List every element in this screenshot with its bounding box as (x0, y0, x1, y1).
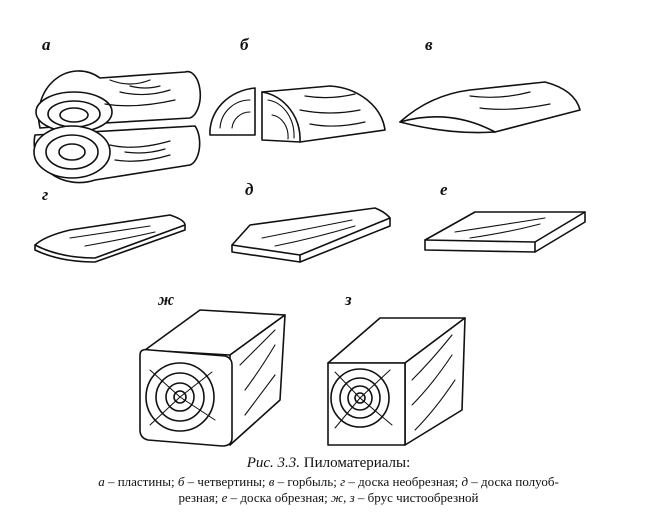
legend-text: – брус чистообрезной (354, 490, 479, 505)
legend-text: – пластины; (104, 474, 178, 489)
legend-key: б (177, 474, 185, 489)
legend-text: – доска полуоб- (468, 474, 559, 489)
label-g: г (42, 185, 49, 204)
caption-title: Рис. 3.3. Пиломатериалы: (0, 455, 657, 472)
caption-fig-ref: Рис. 3.3. (246, 455, 301, 471)
label-zh: ж (158, 290, 175, 309)
label-a: а (42, 35, 51, 54)
legend-text: – четвертины; (184, 474, 269, 489)
label-d: д (245, 180, 254, 199)
label-b: б (240, 35, 249, 54)
figure-z-beam (327, 317, 466, 446)
figure-v-slab (399, 81, 581, 134)
figure-caption: Рис. 3.3. Пиломатериалы: а – пластины; б… (0, 455, 657, 506)
caption-legend-line2: резная; е – доска обрезная; ж, з – брус … (49, 490, 609, 506)
legend-key: в (268, 474, 275, 489)
legend-key: г (340, 474, 346, 489)
label-z: з (345, 290, 352, 309)
figure-a-plates (33, 70, 202, 184)
legend-text: – доска обрезная; (227, 490, 331, 505)
figure-zh-beam (139, 309, 286, 447)
caption-legend-line1: а – пластины; б – четвертины; в – горбыл… (49, 474, 609, 490)
legend-text: – горбыль; (274, 474, 341, 489)
label-e: е (440, 180, 448, 199)
legend-key: д (461, 474, 469, 489)
caption-legend: а – пластины; б – четвертины; в – горбыл… (49, 474, 609, 506)
legend-text: – доска необрезная; (345, 474, 462, 489)
figure-g-unedged-board (34, 214, 186, 263)
caption-title-text: Пиломатериалы: (303, 455, 411, 471)
legend-key: е (221, 490, 228, 505)
legend-text: резная; (178, 490, 222, 505)
legend-key: а (98, 474, 105, 489)
legend-key: ж, з (331, 490, 355, 505)
figure-d-semi-edged-board (231, 207, 391, 263)
figure-b-quarters (209, 85, 386, 143)
lumber-figure (33, 70, 586, 447)
label-v: в (425, 35, 433, 54)
figure-e-edged-board (424, 211, 586, 253)
